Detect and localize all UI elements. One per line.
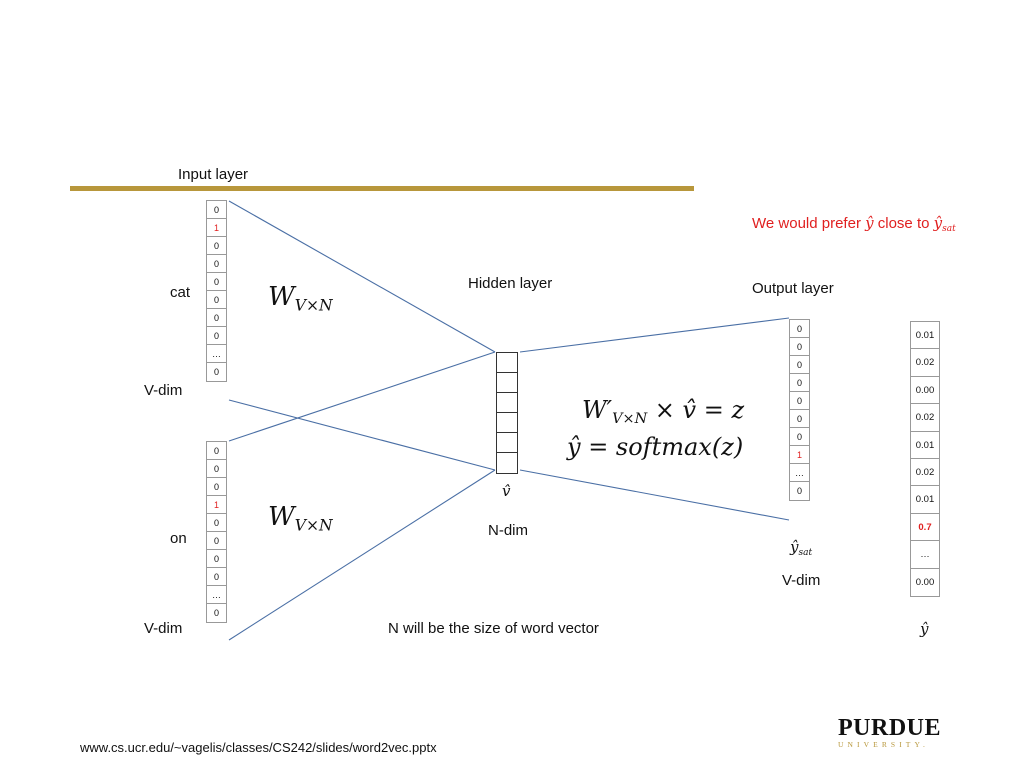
- on-vector-cell: 0: [207, 568, 226, 586]
- yhat-vector-cell: 0.01: [911, 322, 939, 350]
- on-vector-cell: 0: [207, 460, 226, 478]
- weight-matrix-2: WV×N: [268, 502, 333, 534]
- connector-on-top: [228, 351, 496, 442]
- preference-note: We would prefer ŷ close to ŷsat: [752, 214, 956, 234]
- preference-y-sub: sat: [942, 224, 956, 235]
- cat-vector-cell: 0: [207, 309, 226, 327]
- ysat-symbol-sub: sat: [798, 548, 813, 559]
- input-layer-label: Input layer: [178, 166, 249, 183]
- ysat-vector-cell: 0: [790, 392, 809, 410]
- preference-middle: close to: [873, 215, 934, 232]
- hidden-cell: [497, 433, 517, 453]
- yhat-vector-cell: 0.01: [911, 486, 939, 514]
- equation-1-sub: V×N: [612, 411, 648, 428]
- cat-vector-cell: 0: [207, 255, 226, 273]
- output-equation-2: ŷ = softmax(z): [567, 433, 744, 461]
- weight-2-symbol: W: [268, 502, 295, 532]
- cat-vector-cell: 1: [207, 219, 226, 237]
- on-vector-cell: 0: [207, 532, 226, 550]
- yhat-vector-cell: 0.02: [911, 459, 939, 487]
- ysat-vector-cell: 0: [796, 486, 802, 496]
- vdim-cat-label: V-dim: [144, 382, 183, 399]
- cat-vector-cell: 0: [207, 237, 226, 255]
- ysat-vector-cell: 1: [790, 446, 809, 464]
- hidden-layer-vector: [496, 352, 518, 474]
- connector-on-bottom: [228, 469, 496, 641]
- cat-vector-cell: 0: [213, 367, 219, 377]
- connector-cat-bottom: [228, 399, 496, 471]
- hidden-layer-label: Hidden layer: [468, 275, 553, 292]
- connector-out-bottom: [519, 469, 790, 521]
- yhat-vector-cell: 0.02: [911, 404, 939, 432]
- weight-1-symbol: W: [268, 282, 295, 312]
- ysat-symbol-base: ŷ: [790, 538, 799, 556]
- hidden-cell: [497, 393, 517, 413]
- on-vector-cell: 0: [207, 514, 226, 532]
- source-url: www.cs.ucr.edu/~vagelis/classes/CS242/sl…: [80, 740, 437, 755]
- ysat-vector-cell: 0: [790, 356, 809, 374]
- cat-vector-cell: 0: [207, 273, 226, 291]
- yhat-vector-cell: 0.00: [911, 377, 939, 405]
- on-vector-cell: 0: [207, 550, 226, 568]
- vhat-symbol: v̂: [502, 482, 511, 500]
- word-cat-label: cat: [170, 284, 191, 301]
- yhat-symbol: ŷ: [920, 620, 929, 638]
- preference-y: ŷsat: [933, 214, 956, 235]
- hidden-cell: [497, 453, 517, 473]
- ysat-vector-cell: 0: [790, 374, 809, 392]
- ysat-vector-cell: …: [790, 464, 809, 482]
- connector-cat-top: [228, 200, 496, 353]
- ysat-vector-cell: 0: [790, 338, 809, 356]
- ysat-symbol: ŷsat: [790, 538, 812, 558]
- yhat-vector-cell: 0.02: [911, 349, 939, 377]
- weight-1-sub: V×N: [294, 296, 333, 315]
- weight-matrix-1: WV×N: [268, 282, 333, 314]
- on-vector-cell: 0: [207, 442, 226, 460]
- connector-out-top: [519, 317, 790, 353]
- equation-1-w: W′: [582, 396, 613, 424]
- ysat-vector-cell: 0: [790, 320, 809, 338]
- cat-vector-cell: 0: [207, 327, 226, 345]
- logo-university: UNIVERSITY.: [838, 740, 930, 749]
- purdue-logo: PURDUE UNIVERSITY.: [838, 716, 941, 750]
- size-note: N will be the size of word vector: [388, 620, 599, 637]
- cat-vector-cell: 0: [207, 201, 226, 219]
- yhat-vector-cell: 0.01: [911, 432, 939, 459]
- ndim-label: N-dim: [488, 522, 528, 539]
- on-vector-cell: 0: [207, 478, 226, 496]
- preference-text: We would prefer: [752, 215, 866, 232]
- hidden-cell: [497, 353, 517, 373]
- hidden-cell: [497, 413, 517, 433]
- title-rule: [70, 186, 694, 191]
- yhat-vector-cell: 0.00: [915, 576, 935, 588]
- yhat-vector-cell: 0.7: [911, 514, 939, 542]
- weight-2-sub: V×N: [294, 516, 333, 535]
- on-vector-cell: …: [207, 586, 226, 604]
- cat-vector-cell: 0: [207, 291, 226, 309]
- word-on-label: on: [170, 530, 187, 547]
- output-layer-label: Output layer: [752, 280, 834, 297]
- ysat-vector-cell: 0: [790, 410, 809, 428]
- equation-1-rest: × v̂ = z: [647, 396, 745, 424]
- preference-y-symbol: ŷ: [933, 214, 943, 232]
- vdim-out-label: V-dim: [782, 572, 821, 589]
- yhat-vector-cell: …: [911, 541, 939, 569]
- on-vector-cell: 1: [207, 496, 226, 514]
- preference-yhat: ŷ: [865, 214, 874, 232]
- cat-vector-cell: …: [207, 345, 226, 363]
- output-equation-1: W′V×N × v̂ = z: [582, 396, 744, 427]
- hidden-cell: [497, 373, 517, 393]
- ysat-vector-cell: 0: [790, 428, 809, 446]
- logo-wordmark: PURDUE: [838, 715, 941, 741]
- on-vector-cell: 0: [213, 608, 219, 618]
- vdim-on-label: V-dim: [144, 620, 183, 637]
